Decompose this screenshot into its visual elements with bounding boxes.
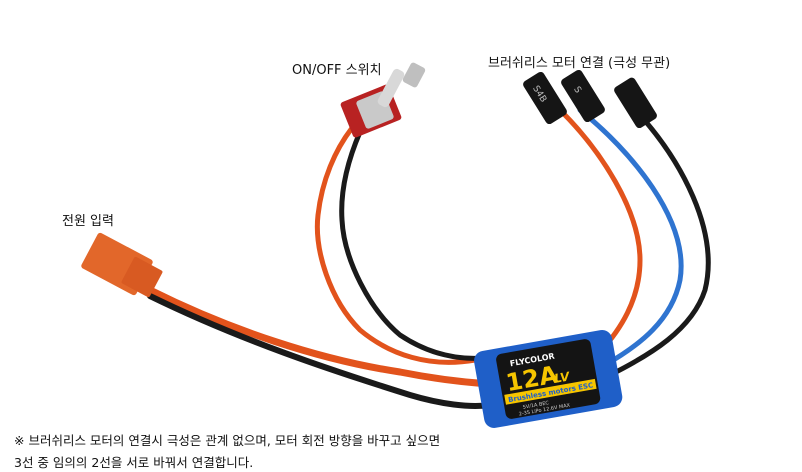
esc-spec-1: 5V/1A BEC (522, 400, 550, 411)
wires (146, 107, 711, 409)
note-line-2: 3선 중 임의의 2선을 서로 바꿔서 연결합니다. (14, 455, 254, 470)
motor-connector-1: S4B (523, 71, 567, 125)
switch-label: ON/OFF 스위치 (292, 63, 382, 78)
esc-model-suffix: LV (553, 369, 572, 386)
power-connector (81, 232, 163, 298)
toggle-switch (340, 62, 426, 138)
motor-connector-2: S (561, 69, 605, 123)
motor-label: 브러쉬리스 모터 연결 (극성 무관) (488, 56, 671, 71)
motor-connectors: S4B S (523, 69, 657, 129)
power-black-wire (147, 293, 493, 409)
motor-blue-wire (577, 107, 684, 368)
power-label: 전원 입력 (62, 214, 114, 229)
switch-black-wire (339, 129, 488, 361)
esc-body: FLYCOLOR 12A LV Brushless motors ESC 5V/… (474, 330, 623, 428)
motor-black-wire (607, 112, 711, 378)
connector-mark-middle: S (571, 85, 583, 95)
motor-connector-3 (614, 77, 657, 129)
switch-red-wire (314, 125, 478, 365)
motor-orange-wire (559, 109, 643, 355)
power-red-wire (146, 286, 494, 388)
note-line-1: ※ 브러쉬리스 모터의 연결시 극성은 관계 없으며, 모터 회전 방향을 바꾸… (14, 433, 441, 448)
